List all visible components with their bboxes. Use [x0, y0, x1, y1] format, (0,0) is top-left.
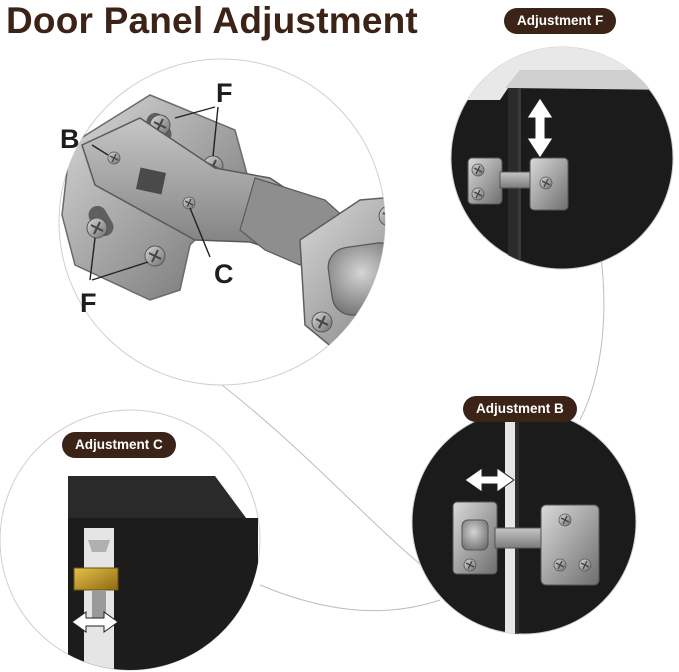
page-title: Door Panel Adjustment: [6, 0, 418, 41]
adjustment-b-circle: [411, 409, 637, 635]
adjustment-f-circle: [450, 46, 674, 270]
hinge-closeup-circle: [58, 58, 386, 386]
callout-f-top: F: [216, 78, 233, 108]
adjustment-c-badge: Adjustment C: [62, 432, 176, 458]
callout-c: C: [214, 259, 234, 289]
adjustment-f-badge: Adjustment F: [504, 8, 617, 34]
callout-f-bottom: F: [80, 288, 97, 318]
callout-b: B: [60, 124, 80, 154]
adjustment-b-badge: Adjustment B: [463, 396, 577, 422]
adjustment-c-circle: [0, 409, 261, 671]
